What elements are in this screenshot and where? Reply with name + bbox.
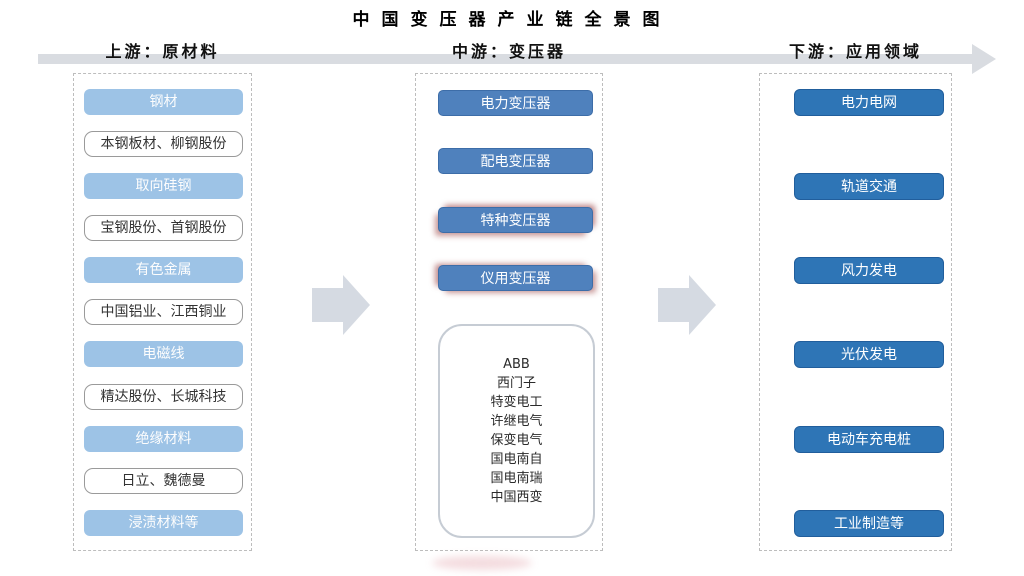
manufacturer-name: 中国西变 xyxy=(490,490,543,505)
page-title: 中国变压器产业链全景图 xyxy=(352,10,672,30)
supplier-pill: 本钢板材、柳钢股份 xyxy=(84,131,243,157)
upstream-label: 上游：原材料 xyxy=(105,42,220,61)
application-pill: 轨道交通 xyxy=(794,173,944,200)
application-pill: 工业制造等 xyxy=(794,510,944,537)
midstream-label: 中游：变压器 xyxy=(451,42,566,61)
product-pill: 特种变压器 xyxy=(438,207,593,233)
manufacturer-name: ABB xyxy=(503,357,530,372)
manufacturers-box: ABB 西门子 特变电工 许继电气 保变电气 国电南自 国电南瑞 中国西变 xyxy=(438,324,595,538)
application-pill: 电动车充电桩 xyxy=(794,426,944,453)
upstream-column: 钢材 本钢板材、柳钢股份 取向硅钢 宝钢股份、首钢股份 有色金属 中国铝业、江西… xyxy=(73,73,252,551)
material-category-pill: 钢材 xyxy=(84,89,243,115)
material-category-pill: 浸渍材料等 xyxy=(84,510,243,536)
downstream-label: 下游：应用领域 xyxy=(788,42,922,61)
supplier-pill: 宝钢股份、首钢股份 xyxy=(84,215,243,241)
product-pill: 电力变压器 xyxy=(438,90,593,116)
supplier-pill: 精达股份、长城科技 xyxy=(84,384,243,410)
material-category-pill: 绝缘材料 xyxy=(84,426,243,452)
application-pill: 电力电网 xyxy=(794,89,944,116)
right-arrow-icon xyxy=(658,275,716,335)
manufacturer-name: 保变电气 xyxy=(490,433,543,448)
material-category-pill: 有色金属 xyxy=(84,257,243,283)
product-pill: 仪用变压器 xyxy=(438,265,593,291)
material-category-pill: 取向硅钢 xyxy=(84,173,243,199)
flow-arrow-head-icon xyxy=(972,44,996,74)
manufacturer-name: 国电南自 xyxy=(490,452,543,467)
application-pill: 风力发电 xyxy=(794,257,944,284)
product-pill: 配电变压器 xyxy=(438,148,593,174)
midstream-column: 电力变压器 配电变压器 特种变压器 仪用变压器 ABB 西门子 特变电工 许继电… xyxy=(415,73,603,551)
watermark-smudge xyxy=(432,556,532,570)
material-category-pill: 电磁线 xyxy=(84,341,243,367)
supplier-pill: 中国铝业、江西铜业 xyxy=(84,299,243,325)
flow-arrow-band xyxy=(38,54,972,64)
supplier-pill: 日立、魏德曼 xyxy=(84,468,243,494)
manufacturer-name: 许继电气 xyxy=(490,414,543,429)
downstream-column: 电力电网 轨道交通 风力发电 光伏发电 电动车充电桩 工业制造等 xyxy=(759,73,952,551)
application-pill: 光伏发电 xyxy=(794,341,944,368)
right-arrow-icon xyxy=(312,275,370,335)
manufacturer-name: 国电南瑞 xyxy=(490,471,543,486)
manufacturer-name: 特变电工 xyxy=(490,395,543,410)
manufacturer-name: 西门子 xyxy=(496,376,536,391)
